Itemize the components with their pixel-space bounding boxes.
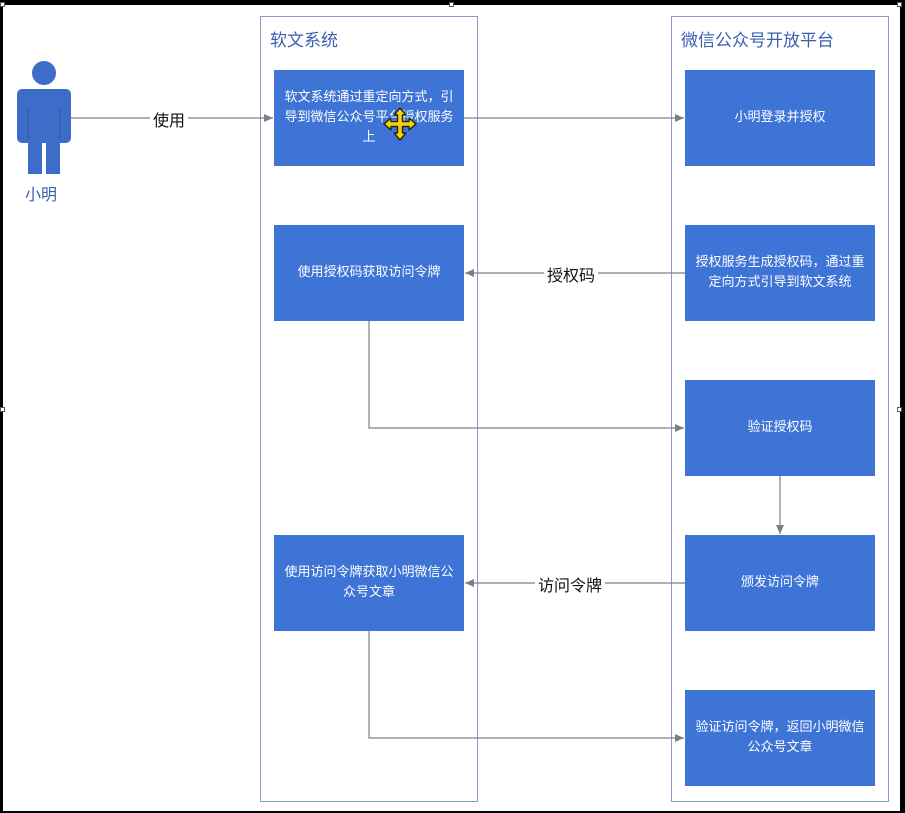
- edge-articles-request-to-verify[interactable]: [368, 631, 684, 742]
- actor-name: 小明: [25, 185, 58, 204]
- edge-token-request-to-verify[interactable]: [368, 321, 684, 432]
- person-icon[interactable]: [14, 60, 74, 176]
- box-get-articles[interactable]: 使用访问令牌获取小明微信公众号文章: [274, 535, 464, 631]
- lane-title-left: 软文系统: [270, 31, 338, 51]
- resize-handle-top-left[interactable]: [0, 2, 5, 7]
- box-get-access-token[interactable]: 使用授权码获取访问令牌: [274, 225, 464, 321]
- box-verify-token-return-articles[interactable]: 验证访问令牌，返回小明微信公众号文章: [685, 690, 875, 786]
- box-verify-auth-code[interactable]: 验证授权码: [685, 380, 875, 476]
- box-login-authorize[interactable]: 小明登录并授权: [685, 70, 875, 166]
- edge-label-auth-code: 授权码: [544, 262, 599, 286]
- lane-wechat-open-platform[interactable]: [671, 16, 889, 802]
- resize-handle-top-center[interactable]: [449, 2, 454, 7]
- resize-handle-top-right[interactable]: [897, 2, 902, 7]
- move-cursor-icon: [383, 107, 417, 141]
- resize-handle-middle-right[interactable]: [897, 407, 902, 412]
- edge-label-use: 使用: [150, 107, 189, 131]
- lane-soft-article-system[interactable]: [260, 16, 478, 802]
- box-redirect-to-auth[interactable]: 软文系统通过重定向方式，引导到微信公众号平台授权服务上: [274, 70, 464, 166]
- box-generate-auth-code[interactable]: 授权服务生成授权码，通过重定向方式引导到软文系统: [685, 225, 875, 321]
- edge-label-access-token: 访问令牌: [535, 572, 606, 596]
- lane-title-right: 微信公众号开放平台: [681, 31, 834, 51]
- resize-handle-middle-left[interactable]: [0, 407, 5, 412]
- box-issue-access-token[interactable]: 颁发访问令牌: [685, 535, 875, 631]
- connector-layer: [71, 114, 784, 742]
